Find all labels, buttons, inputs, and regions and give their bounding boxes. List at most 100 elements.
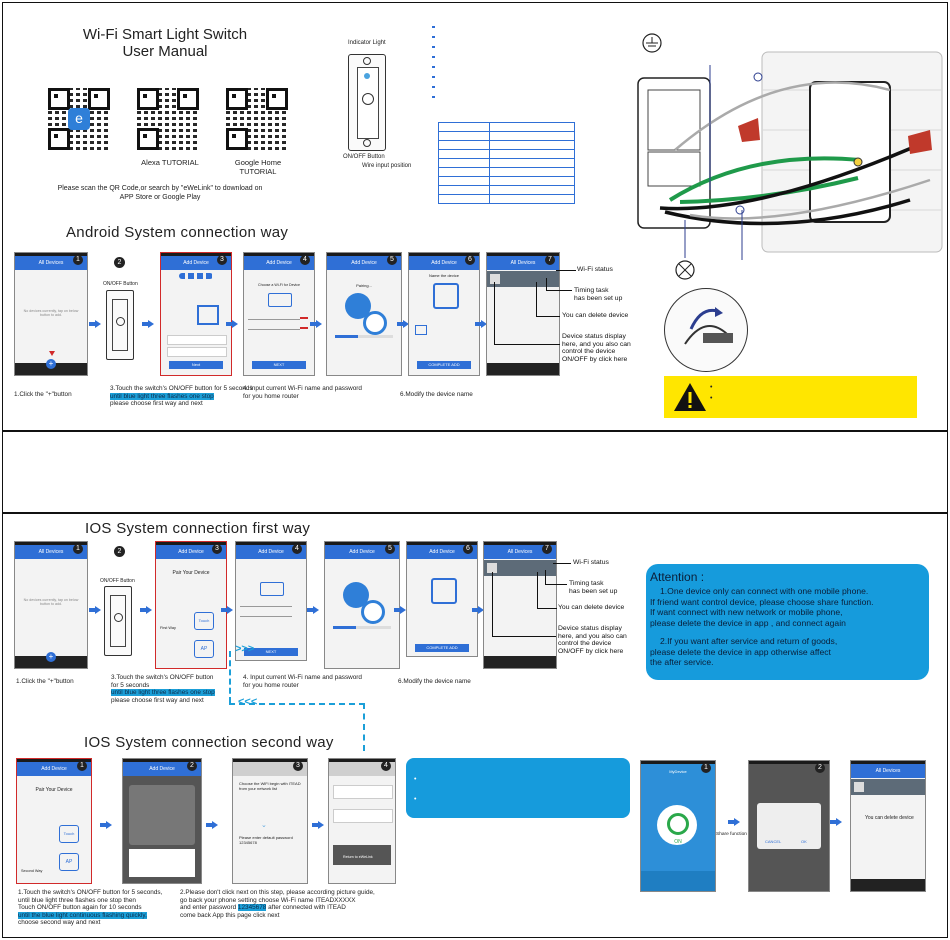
- ios1-annot-delete: You can delete device: [558, 604, 625, 611]
- ios1-arrow-1: [89, 606, 101, 614]
- android-step3-line1: 3.Touch the switch's ON/OFF button for 5…: [110, 385, 253, 392]
- ios1-add-button-icon[interactable]: +: [46, 652, 56, 662]
- android-arrow-4: [310, 320, 322, 328]
- ios1-phone-1: All Devices 1 No devices currently, tap …: [14, 541, 88, 669]
- android-complete-add-button[interactable]: COMPLETE ADD: [417, 361, 471, 369]
- manual-title: Wi-Fi Smart Light Switch User Manual: [60, 26, 270, 60]
- qr-note-line1: Please scan the QR Code,or search by "eW…: [57, 185, 263, 192]
- ios1-onoff-small: ON/OFF Button: [100, 578, 135, 584]
- ios1-add-device-header-6: Add Device: [407, 545, 477, 559]
- ios2-phone-4: 4 Return to eWeLink: [328, 758, 396, 884]
- android-annot-display-2: here, and you also can: [562, 340, 631, 348]
- ios2-step1-line4: choose second way and next: [18, 919, 101, 927]
- android-add-device-header-6: Add Device: [409, 256, 479, 270]
- device-row[interactable]: [487, 271, 559, 287]
- onoff-button-label: ON/OFF Button: [343, 154, 385, 160]
- android-phone-5: Add Device 5 Pairing...: [326, 252, 402, 376]
- ios1-edit-icon: [431, 578, 457, 604]
- ios1-step3-line3: please choose first way and next: [111, 696, 204, 704]
- ios1-router-icon: [260, 582, 284, 596]
- ios1-step4-line2: for you home router: [243, 681, 299, 689]
- ios2-step1-line2: until blue light three flashes one stop …: [18, 896, 136, 904]
- ios2-arrow-2: [206, 821, 218, 829]
- ios2-return-app[interactable]: Return to eWeLink: [343, 855, 373, 859]
- ios2-pair-device: Pair Your Device: [35, 787, 73, 793]
- android-arrow-2: [142, 320, 154, 328]
- android-arrow-5: [397, 320, 409, 328]
- android-annot-delete: You can delete device: [562, 312, 629, 319]
- ios1-switch-small: [104, 586, 132, 656]
- ios1-devices-header: All Devices: [15, 545, 87, 559]
- android-onoff-small: ON/OFF Button: [103, 281, 138, 287]
- android-next-button[interactable]: NEXT: [252, 361, 306, 369]
- android-step2-number: 2: [114, 257, 125, 268]
- ios2-step1-line3: Touch ON/OFF button again for 10 seconds: [18, 904, 142, 912]
- ios2-ap-option[interactable]: AP: [59, 853, 79, 871]
- ios1-phone-3: Add Device 3 Pair Your Device First Way …: [155, 541, 227, 669]
- ios2-share-phone-2: 2 CANCEL OK: [748, 760, 830, 892]
- ios2-choose-ssid: Choose the WiFi begin with ITEAD from yo…: [239, 781, 301, 791]
- ios1-arrow-6: [472, 606, 484, 614]
- attention-p1-line3: If want connect with new network or mobi…: [650, 607, 843, 617]
- ios1-touch-option[interactable]: Touch: [194, 612, 214, 630]
- ios2-step2-line3a: and enter password: [180, 904, 238, 912]
- warning-box: • •: [664, 376, 917, 418]
- android-arrow-3: [226, 320, 238, 328]
- ios2-ok-button[interactable]: OK: [801, 839, 807, 844]
- attention-box: Attention : 1.One device only can connec…: [646, 564, 929, 680]
- ios2-step2-password: 12345678: [237, 904, 267, 912]
- android-step6-caption: 6.Modify the device name: [400, 391, 473, 398]
- android-devices-header-7: All Devices: [487, 256, 559, 270]
- ios1-step6-caption: 6.Modify the device name: [398, 678, 471, 685]
- qr-label-alexa: Alexa TUTORIAL: [141, 158, 199, 167]
- ios2-share-function: Share function: [716, 832, 747, 837]
- attention-p1-line2: If friend want control device, please ch…: [650, 596, 874, 607]
- ios1-add-device-header-4: Add Device: [236, 545, 306, 559]
- ios2-add-device-header: Add Device: [17, 762, 91, 776]
- ios2-device-row[interactable]: [851, 779, 925, 795]
- dashed-connector: [229, 651, 233, 703]
- ios2-title: IOS System connection second way: [84, 734, 334, 751]
- ios1-phone-4: Add Device 4 NEXT: [235, 541, 307, 661]
- ios1-phone-6: Add Device 6 COMPLETE ADD: [406, 541, 478, 657]
- ios2-cancel-button[interactable]: CANCEL: [765, 839, 782, 844]
- ewelink-logo-icon: e: [68, 108, 90, 130]
- android-annot-timing-2: has been set up: [574, 294, 623, 302]
- ios2-share-arrow: [728, 818, 740, 826]
- ios2-touch-option[interactable]: Touch: [59, 825, 79, 843]
- ground-icon: [642, 33, 662, 53]
- android-annot-display-3: control the device: [562, 348, 616, 355]
- ios1-step4-line1: 4. Input current Wi-Fi name and password: [243, 674, 362, 681]
- ios1-device-row[interactable]: [484, 560, 556, 576]
- ios2-arrow-1: [100, 821, 112, 829]
- android-name-device: Name the device: [428, 273, 459, 278]
- ios2-phone-1: Add Device 1 Pair Your Device Touch AP S…: [16, 758, 92, 884]
- qr-note: Please scan the QR Code,or search by "eW…: [30, 184, 290, 202]
- attention-p2-line2: please delete the device in app otherwis…: [650, 646, 831, 657]
- ios1-complete-add-button[interactable]: COMPLETE ADD: [415, 644, 469, 652]
- ios1-add-device-header: Add Device: [156, 545, 226, 559]
- touch-button-icon[interactable]: [362, 93, 374, 105]
- manual-title-line2: User Manual: [122, 43, 208, 60]
- android-step1-caption: 1.Click the "+"button: [14, 391, 72, 398]
- ios1-add-device-header-5: Add Device: [325, 545, 399, 559]
- ios2-share-phone-3: All Devices You can delete device: [850, 760, 926, 892]
- ios1-annot-display-1: Device status display: [558, 625, 622, 632]
- android-step4-line2: for you home router: [243, 392, 299, 400]
- ios2-on-label: ON: [674, 839, 682, 845]
- android-add-button-icon[interactable]: +: [46, 359, 56, 369]
- ios1-next-button[interactable]: NEXT: [244, 648, 298, 656]
- attention-p1-line1: 1.One device only can connect with one m…: [660, 586, 869, 596]
- ios1-annot-timing: Timing task has been set up: [569, 580, 617, 595]
- edit-icon: [433, 283, 459, 309]
- ios1-ap-option[interactable]: AP: [194, 640, 214, 658]
- qr-label-google-home-1: Google Home: [234, 158, 282, 167]
- android-add-device-header-5: Add Device: [327, 256, 401, 270]
- android-annot-display: Device status display here, and you also…: [562, 333, 631, 363]
- power-button-icon[interactable]: [657, 805, 697, 845]
- android-choose-wifi: Choose a Wi-Fi for Device: [258, 283, 300, 287]
- ios1-phone-5: Add Device 5: [324, 541, 400, 669]
- android-phone-4: Add Device 4 Choose a Wi-Fi for Device N…: [243, 252, 315, 376]
- ios2-enter-password: Please enter default password 12345678: [239, 835, 293, 845]
- wire-input-label: Wire input position: [362, 163, 412, 169]
